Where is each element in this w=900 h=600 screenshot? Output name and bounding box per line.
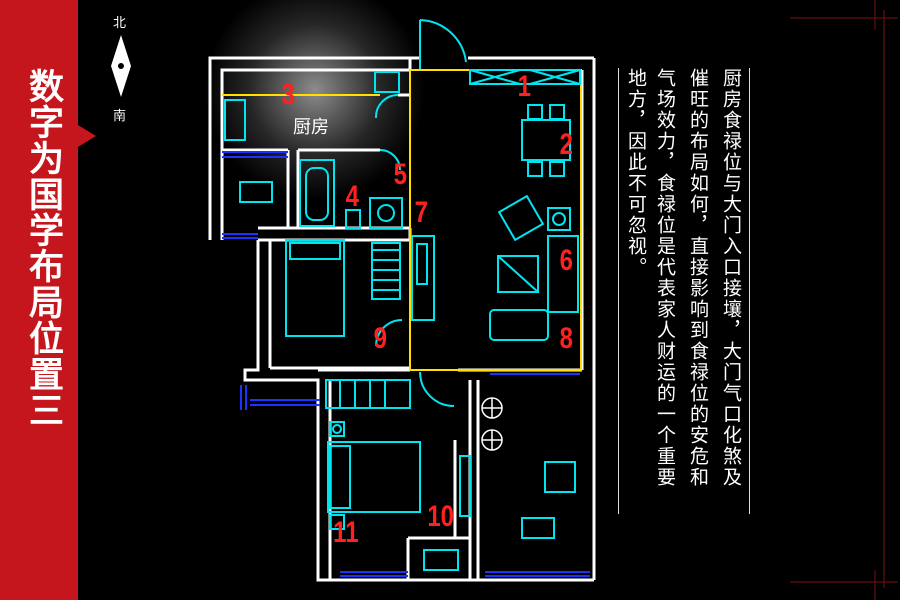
page-title: 数字为国学布局位置三 <box>23 68 63 428</box>
marker-3: 3 <box>281 78 296 111</box>
marker-8: 8 <box>559 322 574 355</box>
windows <box>222 151 590 577</box>
description-column-1: 厨房食禄位与大门入口接壤，大门气口化煞及 <box>720 68 742 488</box>
description-column-4: 地方，因此不可忽视。 <box>625 68 647 278</box>
compass-north-label: 北 <box>113 16 127 31</box>
description-column-3: 气场效力，食禄位是代表家人财运的一个重要 <box>654 68 676 488</box>
compass-south-label: 南 <box>113 109 127 124</box>
title-band <box>0 0 96 600</box>
furniture <box>224 69 581 571</box>
plant-icon <box>481 397 503 451</box>
marker-1: 1 <box>517 70 532 103</box>
marker-4: 4 <box>345 180 360 213</box>
kitchen-label: 厨房 <box>293 117 329 138</box>
compass-icon <box>111 35 131 97</box>
text-divider <box>618 68 619 514</box>
marker-10: 10 <box>427 500 455 533</box>
marker-2: 2 <box>559 128 574 161</box>
text-divider <box>749 68 750 514</box>
marker-7: 7 <box>414 196 429 229</box>
marker-9: 9 <box>373 322 388 355</box>
description-column-2: 催旺的布局如何，直接影响到食禄位的安危和 <box>687 68 709 488</box>
marker-11: 11 <box>333 516 359 549</box>
marker-5: 5 <box>393 158 408 191</box>
title-arrow <box>78 125 96 147</box>
decorative-frame <box>790 0 898 600</box>
walls <box>208 56 596 582</box>
marker-6: 6 <box>559 244 574 277</box>
entry-door <box>419 19 467 70</box>
